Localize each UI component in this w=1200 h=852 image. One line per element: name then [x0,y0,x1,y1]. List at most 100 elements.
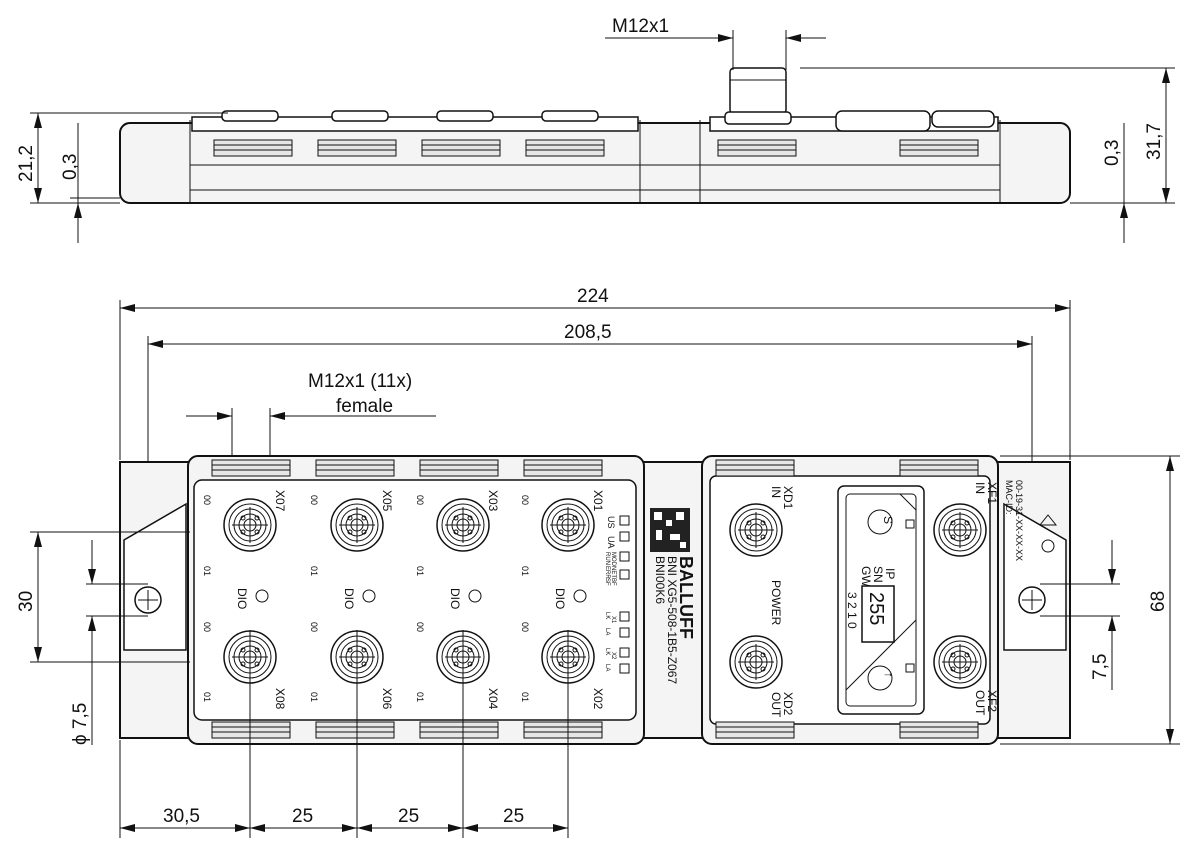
svg-text:01: 01 [202,692,212,702]
label-x08: X08 [273,688,287,710]
dim-pitch-1: 25 [292,806,313,827]
display-ip: IP [883,568,897,579]
label-x01: X01 [591,490,605,512]
dim-total-width: 68 [1148,591,1169,612]
dim-left-height: 30 [16,591,37,612]
label-x06: X06 [380,688,394,710]
qr-code [650,508,690,552]
smart-setup-icon [867,509,893,535]
display-digits: 3 2 1 0 [845,592,859,629]
ground-icon [1041,539,1055,553]
display-readout [861,585,895,643]
dio-icon-3 [468,589,482,603]
side-connector-x07 [221,110,279,122]
dim-hole-spacing: 208,5 [564,322,612,343]
svg-text:01: 01 [415,566,425,576]
dio-icon-4 [573,589,587,603]
label-xf2-dir: OUT [973,690,987,716]
label-x05: X05 [380,490,394,512]
svg-text:00: 00 [415,622,425,632]
label-x03: X03 [486,490,500,512]
svg-text:00: 00 [520,495,530,505]
svg-text:00: 00 [415,495,425,505]
svg-text:00: 00 [202,622,212,632]
label-xd1-dir: IN [769,486,783,498]
label-xd2: XD2 [781,692,795,716]
dim-pitch-3: 25 [503,806,524,827]
led-net: NET [610,566,616,578]
side-connector-x05 [331,110,389,122]
led-bf: BF [610,578,616,586]
led-x2: X2 [610,652,616,660]
side-connector-xf [931,110,995,128]
led-la-1: LA [604,628,610,635]
display-gw: GW [859,566,873,587]
svg-text:↑: ↑ [882,672,896,678]
side-m12-power-connector [729,67,787,115]
side-view: M12x1 21,2 0,3 31,7 0,3 [16,16,1175,243]
ground-symbol-icon [1038,514,1058,526]
dio-label-1: DIO [235,588,249,609]
label-x02: X02 [591,688,605,710]
model-name: BNI00K6 [653,556,667,604]
led-mod: MOD [610,552,616,567]
dim-side-height-total: 21,2 [16,145,37,182]
display-sn: SN [871,566,885,583]
label-xf2: XF2 [985,690,999,712]
dio-icon-2 [362,589,376,603]
side-connector-x01 [541,110,599,122]
dim-hole-diameter: ϕ 7,5 [70,703,91,745]
dim-top-thread: M12x1 [612,16,669,37]
led-err: ERR [604,566,610,579]
dio-label-3: DIO [448,588,462,609]
thread-note-line1: M12x1 (11x) [308,371,412,392]
label-xd2-dir: OUT [769,692,783,718]
label-x07: X07 [273,490,287,512]
port-xd1 [729,503,783,557]
svg-text:01: 01 [520,566,530,576]
side-body-outline [119,122,1071,204]
dim-side-offset-left: 0,3 [60,154,81,180]
svg-text:01: 01 [309,692,319,702]
button-icon [867,665,893,691]
label-power: POWER [769,580,783,626]
dio-label-4: DIO [553,588,567,609]
pin-labels: 00 01 00 01 00 01 00 01 00 01 00 01 00 0… [202,495,530,702]
led-lk-2: LK [604,648,610,655]
port-x07 [223,498,277,552]
side-connector-x03 [436,110,494,122]
label-xf1: XF1 [985,482,999,504]
dio-icon-1 [255,589,269,603]
port-x01 [541,498,595,552]
dim-right-height-total: 31,7 [1144,123,1165,160]
brand-logo: BALLUFF [676,556,696,639]
top-view: 224 208,5 M12x1 (11x) female [16,286,1180,838]
port-x03 [436,498,490,552]
led-column: US UA RUN MOD ERR NET SF BF LK X1 LA LK … [604,515,630,674]
dim-pitch-2: 25 [398,806,419,827]
label-xf1-dir: IN [973,482,987,494]
left-end-cap [123,502,187,651]
led-us: US [606,516,616,529]
svg-text:01: 01 [520,692,530,702]
dim-total-length: 224 [577,286,609,307]
dim-bottom-first: 30,5 [163,806,200,827]
display-value: 255 [865,592,887,625]
left-port-panel [193,479,637,721]
mac-label: MAC-ID: [1004,480,1014,515]
svg-text:00: 00 [520,622,530,632]
thread-note-line2: female [336,396,393,417]
label-xd1: XD1 [781,486,795,510]
port-x05 [330,498,384,552]
port-xd2 [729,635,783,689]
svg-text:S: S [881,516,895,524]
svg-text:01: 01 [202,566,212,576]
svg-text:00: 00 [202,495,212,505]
port-xf2 [933,635,987,689]
port-xf1 [933,503,987,557]
svg-text:01: 01 [415,692,425,702]
led-ua: UA [606,536,616,549]
dim-right-small: 7,5 [1090,654,1111,680]
led-x1: X1 [610,616,616,624]
